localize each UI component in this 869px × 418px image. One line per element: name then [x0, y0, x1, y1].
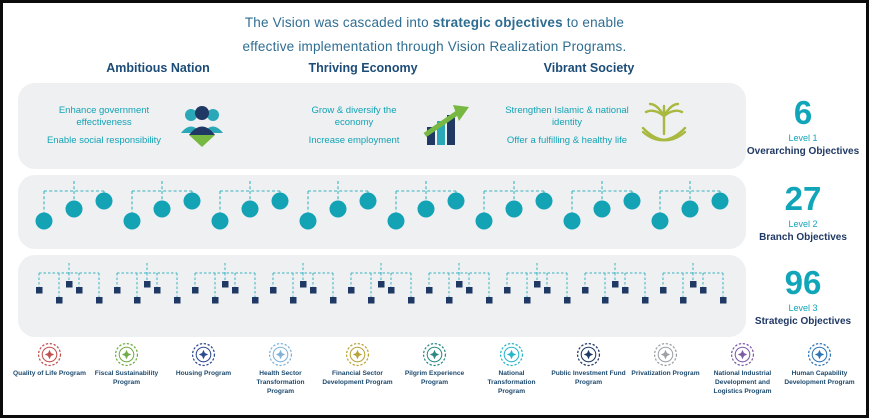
program-seal-icon: [422, 342, 447, 367]
program-name: Financial Sector Development Program: [322, 370, 393, 386]
program-name: Pilgrim Experience Program: [404, 370, 465, 386]
program-item-quality-of-life: Quality of Life Program: [12, 342, 87, 397]
pillar-header-ambitious-nation: Ambitious Nation: [106, 61, 210, 75]
community-shield-icon: [181, 106, 223, 147]
pillar-group-vibrant-society: Strengthen Islamic & national identity O…: [505, 83, 691, 169]
objective-text: Offer a fulfilling & healthy life: [506, 134, 628, 146]
level2-label: Level 2: [788, 219, 818, 230]
level2-name: Branch Objectives: [759, 232, 847, 244]
program-seal-icon: [345, 342, 370, 367]
pillar-objectives-text: Strengthen Islamic & national identity O…: [505, 100, 629, 152]
program-seal-icon: [37, 342, 62, 367]
objective-text: Enable social responsibility: [46, 134, 162, 146]
vision-realization-programs-row: Quality of Life Program Fiscal Sustainab…: [12, 342, 857, 397]
program-seal-icon: [268, 342, 293, 367]
diagram-title: The Vision was cascaded into strategic o…: [3, 11, 866, 59]
program-seal-icon: [576, 342, 601, 367]
program-name: Human Capability Development Program: [784, 370, 855, 386]
level2-branch-tree-graphic: [34, 181, 730, 231]
level2-summary: 27 Level 2 Branch Objectives: [746, 179, 860, 244]
level3-name: Strategic Objectives: [754, 316, 852, 328]
program-seal-icon: [114, 342, 139, 367]
program-seal-icon: [807, 342, 832, 367]
program-seal-icon: [730, 342, 755, 367]
level3-count: 96: [784, 263, 822, 301]
level2-row: 27 Level 2 Branch Objectives: [18, 175, 860, 249]
program-name: Privatization Program: [631, 370, 700, 377]
program-seal-icon: [191, 342, 216, 367]
level1-band: Enhance government effectiveness Enable …: [18, 83, 746, 169]
pillar-objectives-text: Grow & diversify the economy Increase em…: [295, 100, 413, 152]
program-item-health-sector-transformation: Health Sector Transformation Program: [243, 342, 318, 397]
level3-strategic-tree-graphic: [35, 263, 727, 304]
level1-row: Enhance government effectiveness Enable …: [18, 83, 860, 169]
objective-text: Grow & diversify the economy: [311, 104, 397, 129]
level1-name: Overarching Objectives: [746, 146, 860, 158]
title-bold-phrase: strategic objectives: [432, 15, 563, 30]
program-item-pilgrim-experience: Pilgrim Experience Program: [397, 342, 472, 397]
program-name: National Industrial Development and Logi…: [713, 370, 772, 395]
program-item-privatization: Privatization Program: [628, 342, 703, 397]
objective-text: Increase employment: [308, 134, 400, 146]
palm-and-swords-icon: [641, 102, 687, 142]
program-item-public-investment-fund: Public Investment Fund Program: [551, 342, 626, 397]
level1-count: 6: [793, 93, 813, 131]
program-item-housing: Housing Program: [166, 342, 241, 397]
level2-count: 27: [784, 179, 822, 217]
level1-label: Level 1: [788, 133, 818, 144]
title-line-1: The Vision was cascaded into strategic o…: [244, 15, 625, 30]
program-seal-icon: [499, 342, 524, 367]
pillar-group-thriving-economy: Grow & diversify the economy Increase em…: [295, 83, 475, 169]
program-item-nidlp: National Industrial Development and Logi…: [705, 342, 780, 397]
objective-text: Enhance government effectiveness: [58, 104, 150, 129]
program-name: Health Sector Transformation Program: [256, 370, 305, 395]
program-name: Housing Program: [175, 370, 232, 377]
level3-label: Level 3: [788, 303, 818, 314]
growth-chart-arrow-icon: [423, 105, 469, 145]
program-item-fiscal-sustainability: Fiscal Sustainability Program: [89, 342, 164, 397]
program-name: Quality of Life Program: [13, 370, 86, 377]
program-name: Fiscal Sustainability Program: [94, 370, 159, 386]
level3-summary: 96 Level 3 Strategic Objectives: [746, 263, 860, 328]
pillar-header-vibrant-society: Vibrant Society: [543, 61, 635, 75]
level3-band: [18, 255, 746, 337]
program-item-human-capability-development: Human Capability Development Program: [782, 342, 857, 397]
program-name: Public Investment Fund Program: [551, 370, 626, 386]
objective-text: Strengthen Islamic & national identity: [505, 104, 629, 129]
program-item-financial-sector-development: Financial Sector Development Program: [320, 342, 395, 397]
program-seal-icon: [653, 342, 678, 367]
level1-summary: 6 Level 1 Overarching Objectives: [746, 93, 860, 158]
level3-row: 96 Level 3 Strategic Objectives: [18, 255, 860, 337]
pillar-objectives-text: Enhance government effectiveness Enable …: [40, 100, 168, 152]
title-line-2: effective implementation through Vision …: [242, 39, 627, 54]
pillar-header-thriving-economy: Thriving Economy: [308, 61, 418, 75]
level2-band: [18, 175, 746, 249]
program-item-national-transformation: National Transformation Program: [474, 342, 549, 397]
program-name: National Transformation Program: [487, 370, 536, 395]
pillar-group-ambitious-nation: Enhance government effectiveness Enable …: [40, 83, 228, 169]
